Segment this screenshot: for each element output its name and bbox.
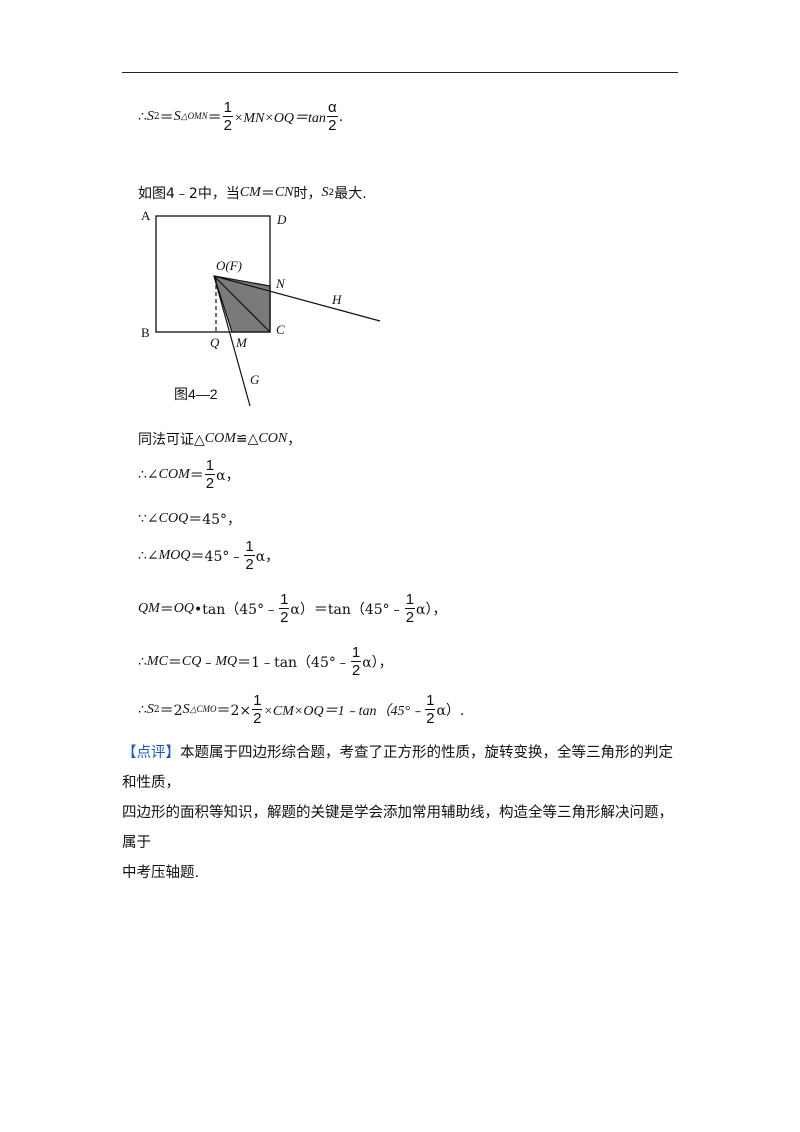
comment-line-3: 中考压轴题. [122, 865, 200, 881]
label-n: N [275, 276, 286, 291]
ray-oh [213, 275, 381, 322]
comment-line-1: 【点评】本题属于四边形综合题，考查了正方形的性质，旋转变换，全等三角形的判定和性… [122, 745, 673, 791]
label-g: G [250, 372, 260, 387]
formula-line-5: ∵∠COQ＝45°， [138, 511, 242, 528]
geometry-figure: A D O(F) N H B C Q M G [141, 208, 381, 407]
comment-tag: 【点评】 [122, 745, 180, 761]
label-h: H [331, 292, 342, 307]
label-q: Q [210, 335, 220, 350]
segment-oc [213, 275, 271, 333]
label-c: C [276, 322, 285, 337]
comment-line-2: 四边形的面积等知识，解题的关键是学会添加常用辅助线，构造全等三角形解决问题，属于 [122, 805, 673, 851]
label-b: B [141, 325, 150, 340]
label-d: D [276, 212, 287, 227]
square-abcd [155, 215, 271, 333]
figure-caption: 图4—2 [174, 386, 218, 402]
header-rule [122, 72, 678, 73]
label-a: A [141, 208, 151, 223]
label-o: O(F) [216, 258, 242, 273]
label-m: M [235, 335, 248, 350]
ray-og [213, 275, 251, 407]
comment-paragraph: 【点评】本题属于四边形综合题，考查了正方形的性质，旋转变换，全等三角形的判定和性… [122, 738, 682, 888]
text-line-3: 同法可证△COM≌△CON， [138, 431, 302, 448]
